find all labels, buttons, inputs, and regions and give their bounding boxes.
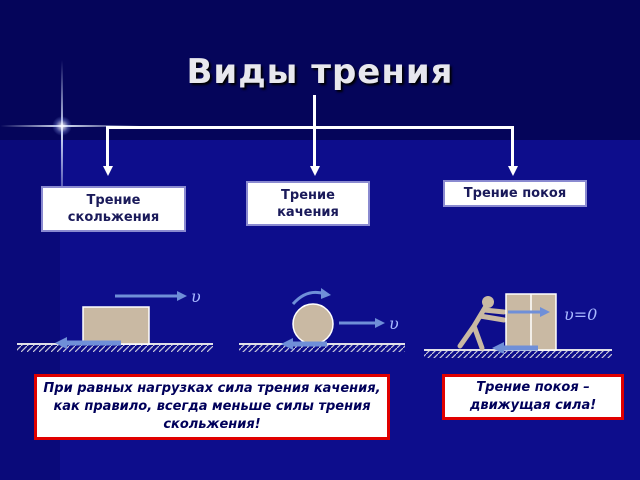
- lens-flare-vertical: [61, 60, 63, 220]
- category-rolling: Трение качения: [246, 181, 370, 226]
- note-static-friction: Трение покоя – движущая сила!: [442, 374, 624, 420]
- category-sliding: Трение скольжения: [41, 186, 186, 232]
- rotation-arrow-icon: [291, 290, 326, 306]
- zero-velocity-label: υ=0: [564, 305, 597, 324]
- velocity-arrowhead-icon: [177, 291, 187, 301]
- person-body-icon: [457, 303, 507, 351]
- velocity-label: υ: [389, 314, 399, 333]
- slide-title: Виды трения: [186, 52, 454, 92]
- arrow-down-icon-middle: [310, 166, 320, 176]
- connector-middle: [313, 126, 316, 166]
- note-rolling-vs-sliding: При равных нагрузках сила трения качения…: [34, 374, 390, 440]
- static-friction-illustration: υ=0: [424, 293, 612, 358]
- push-arrowhead-icon: [540, 307, 550, 317]
- ground-hatch: [239, 344, 405, 352]
- sliding-friction-illustration: υ: [17, 287, 213, 352]
- arrow-down-icon-left: [103, 166, 113, 176]
- connector-right: [511, 126, 514, 166]
- connector-horizontal: [106, 126, 514, 129]
- background-top-band: [0, 0, 640, 140]
- velocity-label: υ: [191, 287, 201, 306]
- connector-left: [106, 126, 109, 166]
- static-friction-arrowhead-icon: [492, 342, 504, 354]
- rolling-wheel: [292, 303, 334, 345]
- category-static: Трение покоя: [443, 180, 587, 207]
- ground-hatch: [17, 344, 213, 352]
- rolling-friction-illustration: υ: [239, 288, 405, 352]
- connector-trunk: [313, 95, 316, 128]
- ground-hatch: [424, 350, 612, 358]
- rotation-arrowhead-icon: [321, 288, 331, 299]
- lens-flare-icon: [52, 116, 72, 136]
- friction-arrowhead-icon: [281, 338, 293, 350]
- arrow-down-icon-right: [508, 166, 518, 176]
- friction-arrowhead-icon: [55, 337, 67, 349]
- velocity-arrowhead-icon: [375, 318, 385, 328]
- sliding-block: [82, 306, 150, 345]
